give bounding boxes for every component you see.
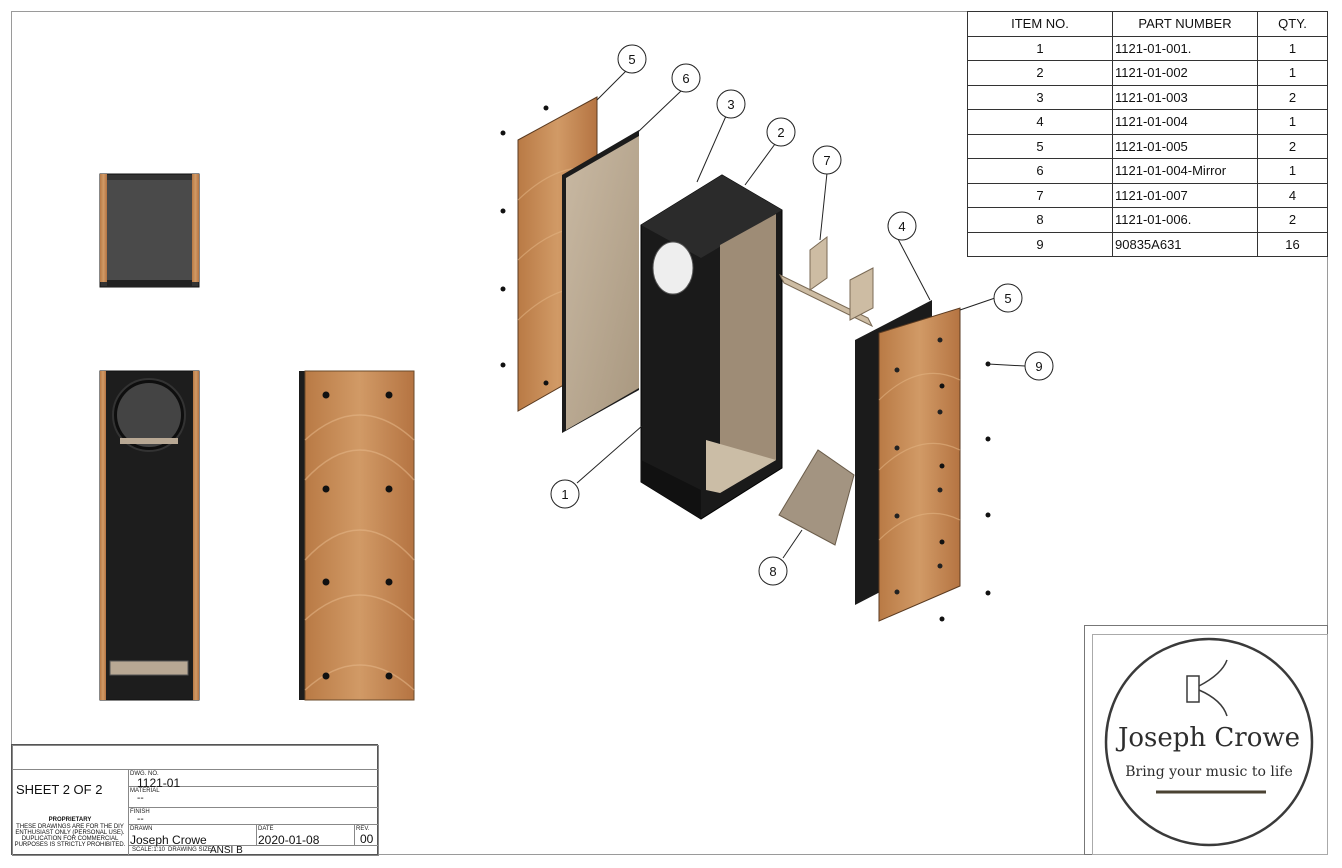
- drawn-label: DRAWN: [130, 826, 153, 832]
- bom-qty: 1: [1256, 60, 1329, 86]
- bom-part: 1121-01-006.: [1112, 207, 1258, 233]
- sheet-number: SHEET 2 OF 2: [16, 782, 103, 797]
- bom-qty: 2: [1256, 207, 1329, 233]
- balloon: [1024, 351, 1054, 381]
- balloon: [812, 145, 842, 175]
- bom-qty: 2: [1256, 84, 1329, 110]
- finish-value: --: [137, 814, 144, 825]
- bom-header-item: ITEM NO.: [966, 11, 1114, 37]
- balloon-label: 6: [682, 71, 689, 86]
- date-label: DATE: [258, 826, 274, 832]
- bom-header-row: ITEM NO. PART NUMBER QTY.: [966, 11, 1329, 37]
- balloon-label: 8: [769, 564, 776, 579]
- bom-qty: 4: [1256, 182, 1329, 208]
- side-view: [299, 370, 415, 701]
- balloon: [887, 211, 917, 241]
- balloon: [550, 479, 580, 509]
- bom-item: 8: [966, 207, 1114, 233]
- balloon-label: 3: [727, 97, 734, 112]
- drawing-size: ANSI B: [210, 845, 243, 856]
- balloon: [617, 44, 647, 74]
- bom-part: 1121-01-003: [1112, 84, 1258, 110]
- logo-name: Joseph Crowe: [1117, 723, 1301, 753]
- proprietary-notice: PROPRIETARY THESE DRAWINGS ARE FOR THE D…: [14, 817, 126, 848]
- bom-qty: 16: [1256, 231, 1329, 257]
- front-view: [99, 370, 200, 701]
- bom-header-qty: QTY.: [1256, 11, 1329, 37]
- rev-label: REV.: [356, 826, 370, 832]
- balloon: [993, 283, 1023, 313]
- proprietary-title: PROPRIETARY: [48, 817, 92, 823]
- balloon-label: 4: [898, 219, 905, 234]
- dwg-no-label: DWG. NO.: [130, 771, 159, 777]
- balloon: [766, 117, 796, 147]
- bom-item: 9: [966, 231, 1114, 257]
- scale: SCALE:1:10: [132, 847, 166, 853]
- balloon-label: 5: [1004, 291, 1011, 306]
- material-label: MATERIAL: [130, 788, 160, 794]
- balloon: [758, 556, 788, 586]
- bom-part: 1121-01-004: [1112, 109, 1258, 135]
- bom-item: 3: [966, 84, 1114, 110]
- balloon: [716, 89, 746, 119]
- exploded-view: [500, 69, 1026, 622]
- bom-item: 6: [966, 158, 1114, 184]
- proprietary-text: THESE DRAWINGS ARE FOR THE DIY ENTHUSIAS…: [14, 824, 126, 848]
- logo-tagline: Bring your music to life: [1125, 764, 1293, 780]
- top-view: [99, 173, 200, 288]
- title-block: SHEET 2 OF 2 PROPRIETARY THESE DRAWINGS …: [11, 744, 379, 856]
- drawn-by: Joseph Crowe: [130, 833, 207, 847]
- balloon-label: 7: [823, 153, 830, 168]
- logo-panel-inner: [1092, 634, 1328, 855]
- balloon-label: 2: [777, 125, 784, 140]
- drawing-frame: [11, 11, 1328, 855]
- balloon-label: 9: [1035, 359, 1042, 374]
- balloon: [671, 63, 701, 93]
- bom-part: 1121-01-002: [1112, 60, 1258, 86]
- bom-qty: 2: [1256, 133, 1329, 159]
- finish-label: FINISH: [130, 809, 150, 815]
- balloon-label: 1: [561, 487, 568, 502]
- material-value: --: [137, 793, 144, 804]
- bom-item: 1: [966, 35, 1114, 61]
- balloon-label: 5: [628, 52, 635, 67]
- drawing-size-label: DRAWING SIZE: [168, 847, 212, 853]
- dwg-no: 1121-01: [137, 776, 181, 790]
- bom-item: 4: [966, 109, 1114, 135]
- bom-part: 90835A631: [1112, 231, 1258, 257]
- bom-item: 2: [966, 60, 1114, 86]
- date-value: 2020-01-08: [258, 833, 320, 847]
- rev-value: 00: [360, 832, 374, 846]
